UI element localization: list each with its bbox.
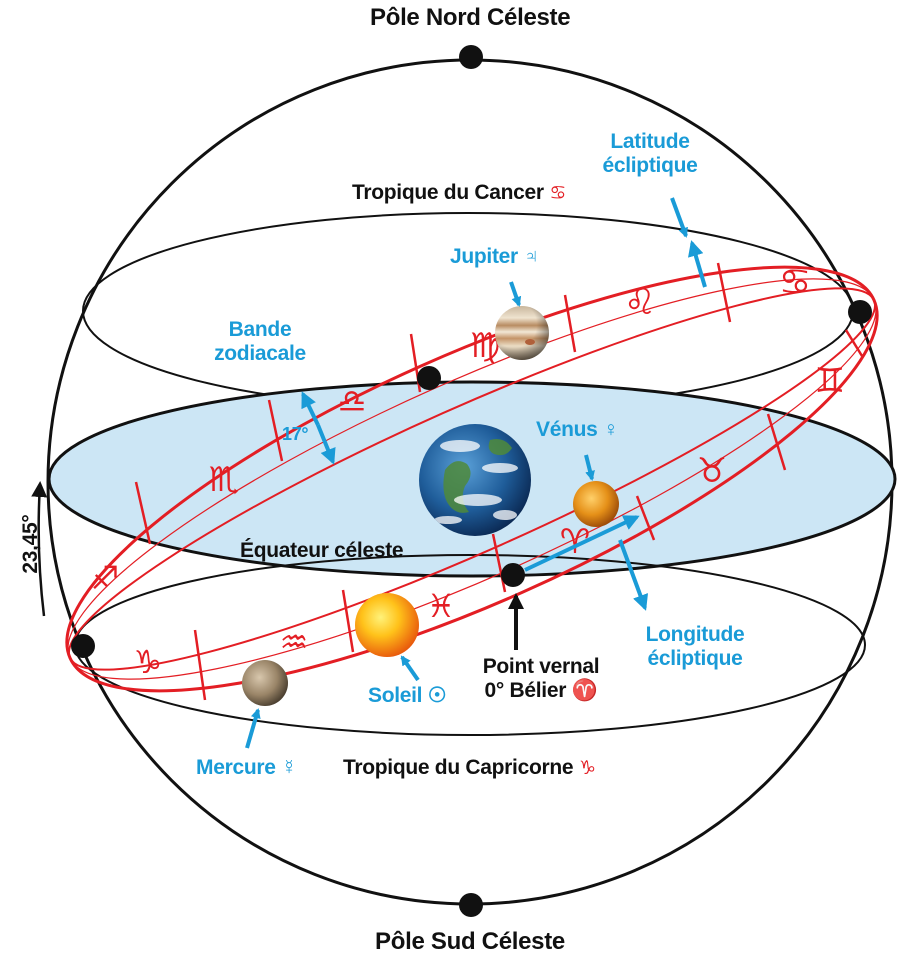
vernal-line1: Point vernal xyxy=(482,655,600,678)
venus-pointer-arrow xyxy=(584,454,595,481)
zodiac-gemini-symbol: ♊ xyxy=(815,361,845,401)
zodiac-sagittarius-symbol: ♐ xyxy=(91,559,120,597)
zodiac-band-label: Bande zodiacale xyxy=(205,318,315,366)
south-pole-point xyxy=(459,893,483,917)
obliquity-angle-label: 23,45° xyxy=(18,514,42,574)
band-width-arrow-up xyxy=(301,391,320,426)
zodiac-pisces-symbol: ♓ xyxy=(427,587,456,625)
venus-planet xyxy=(573,481,619,527)
zodiac-taurus-symbol: ♉ xyxy=(697,451,727,491)
sun-label: Soleil ☉ xyxy=(368,684,447,707)
annotation-arrows xyxy=(245,197,707,749)
zodiac-cancer-symbol: ♋ xyxy=(779,262,811,303)
jupiter-label: Jupiter ♃ xyxy=(450,245,539,268)
autumnal-point xyxy=(417,366,441,390)
latitude-line1: Latitude xyxy=(610,130,690,153)
zodiac-libra-symbol: ♎ xyxy=(338,382,367,420)
zodiac-scorpio-symbol: ♏ xyxy=(209,460,239,500)
jupiter-planet xyxy=(495,306,549,360)
ecliptic-latitude-label: Latitude écliptique xyxy=(590,130,710,178)
vernal-point xyxy=(501,563,525,587)
cancer-solstice-point xyxy=(848,300,872,324)
jupiter-pointer-arrow xyxy=(509,281,522,307)
longitude-direction-arrow xyxy=(524,515,640,572)
tropic-of-cancer-circle xyxy=(82,212,854,410)
tropic-capricorn-text: Tropique du Capricorne xyxy=(343,756,574,779)
celestial-equator-label: Équateur céleste xyxy=(240,539,404,562)
tropic-cancer-text: Tropique du Cancer xyxy=(352,181,544,204)
vernal-point-label: Point vernal 0° Bélier ♈ xyxy=(466,655,616,703)
longitude-pointer-arrow xyxy=(618,539,649,611)
latitude-line2: écliptique xyxy=(602,154,698,178)
north-pole-label: Pôle Nord Céleste xyxy=(370,4,571,31)
band-width-value: 17° xyxy=(282,424,309,444)
tropic-cancer-label: Tropique du Cancer ♋ xyxy=(352,181,566,205)
tropic-capricorn-label: Tropique du Capricorne ♑ xyxy=(343,756,596,780)
sun-pointer-arrow xyxy=(400,655,420,682)
vernal-line2: 0° Bélier ♈ xyxy=(484,679,598,703)
cancer-symbol-icon: ♋ xyxy=(549,182,567,204)
latitude-pointer-arrow xyxy=(670,197,688,238)
zodiac-leo-symbol: ♌ xyxy=(624,282,656,323)
ecliptic-longitude-label: Longitude écliptique xyxy=(630,623,760,671)
zodiac-capricorn-symbol: ♑ xyxy=(134,643,163,681)
mercury-pointer-arrow xyxy=(245,708,261,749)
capricorn-symbol-icon: ♑ xyxy=(578,757,596,779)
band-line1: Bande xyxy=(228,318,292,341)
longitude-line2: écliptique xyxy=(647,647,743,671)
mercury-label: Mercure ☿ xyxy=(196,756,297,779)
zodiac-aquarius-symbol: ♒ xyxy=(280,623,309,661)
sun-body xyxy=(355,593,419,657)
capricorn-solstice-point xyxy=(71,634,95,658)
venus-label: Vénus ♀ xyxy=(536,418,619,441)
earth-globe xyxy=(419,424,531,536)
latitude-axis-arrow xyxy=(688,240,707,288)
obliquity-arc-arrow xyxy=(31,481,48,617)
zodiac-band xyxy=(65,265,879,693)
band-width-arrow-down xyxy=(316,424,336,465)
mercury-planet xyxy=(242,660,288,706)
band-line2: zodiacale xyxy=(214,342,306,366)
north-pole-point xyxy=(459,45,483,69)
longitude-line1: Longitude xyxy=(645,623,745,646)
south-pole-label: Pôle Sud Céleste xyxy=(375,928,565,955)
